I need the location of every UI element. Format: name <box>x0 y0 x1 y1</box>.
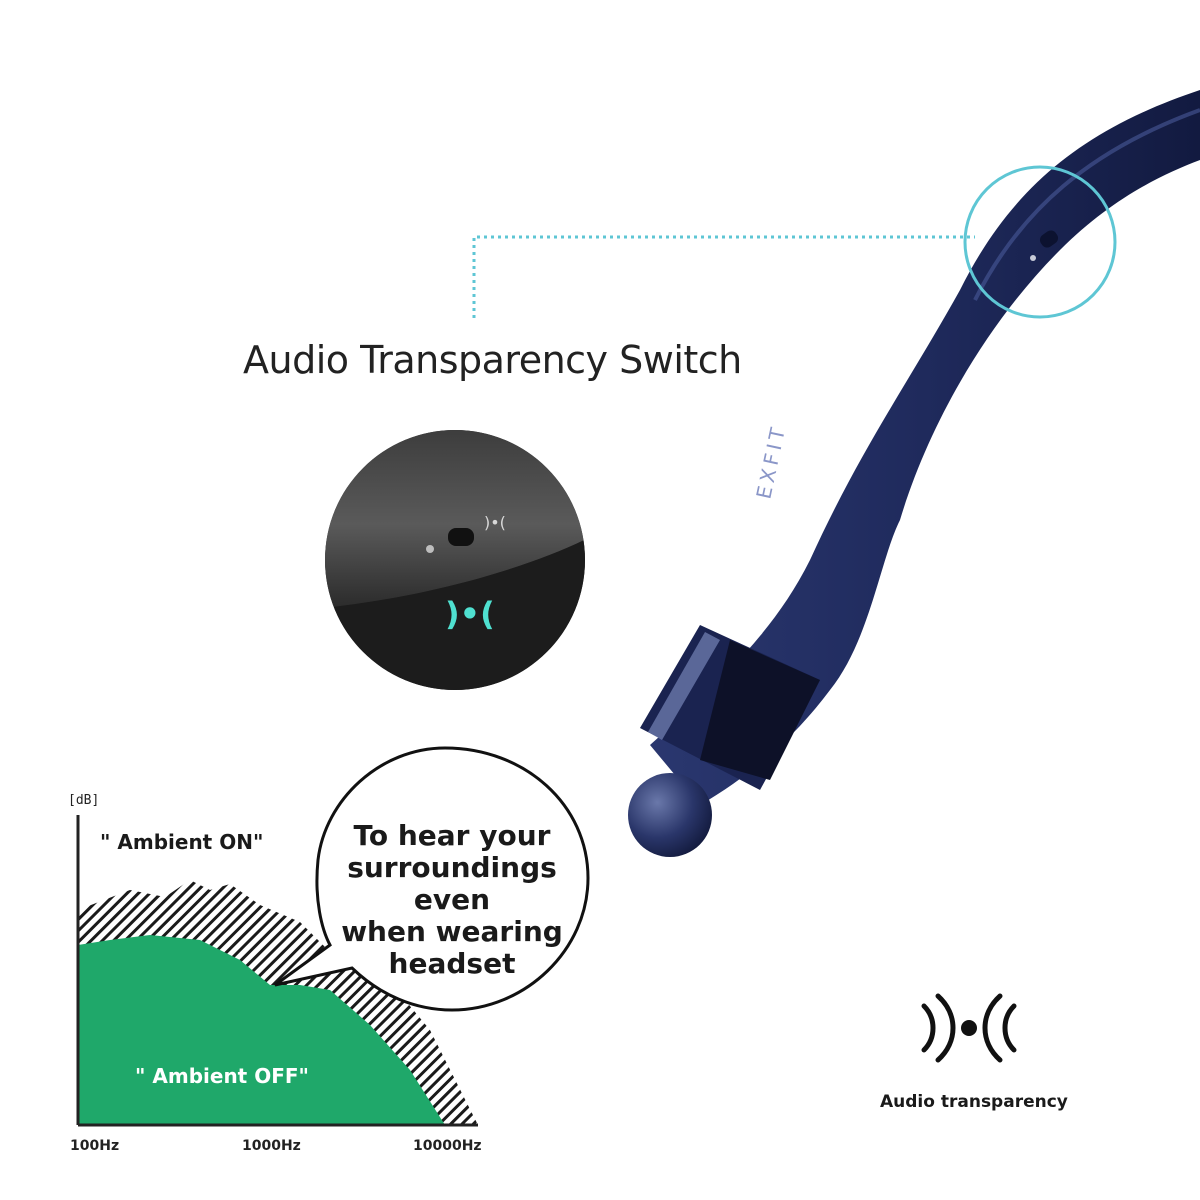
switch-highlight-circle <box>963 165 1117 319</box>
bubble-line: headset <box>388 947 516 980</box>
x-tick-label: 10000Hz <box>413 1138 482 1154</box>
y-axis-unit-label: [dB] <box>68 793 100 808</box>
callout-line <box>472 235 975 318</box>
bubble-line: To hear your <box>353 819 551 852</box>
svg-text:)•(: )•( <box>484 513 506 532</box>
switch-glow-icon: )•( <box>445 595 495 633</box>
bubble-line: when wearing <box>341 915 563 948</box>
speech-bubble <box>274 746 590 1012</box>
headline: Audio Transparency Switch <box>243 338 742 382</box>
x-tick-label: 100Hz <box>70 1138 120 1154</box>
speech-bubble-text: To hear your surroundings even when wear… <box>318 820 586 980</box>
frequency-graph <box>76 815 478 1127</box>
bubble-line: surroundings even <box>347 851 557 916</box>
audio-transparency-icon <box>921 993 1017 1063</box>
switch-zoom-view: )•( )•( <box>325 430 585 690</box>
x-tick-label: 1000Hz <box>242 1138 301 1154</box>
earbud <box>628 625 820 857</box>
brand-mark: EXFIT <box>751 422 790 501</box>
ambient-off-area <box>78 935 445 1125</box>
ambient-off-label: " Ambient OFF" <box>135 1064 309 1088</box>
audio-transparency-label: Audio transparency <box>880 1092 1068 1112</box>
ambient-on-label: " Ambient ON" <box>100 830 264 854</box>
